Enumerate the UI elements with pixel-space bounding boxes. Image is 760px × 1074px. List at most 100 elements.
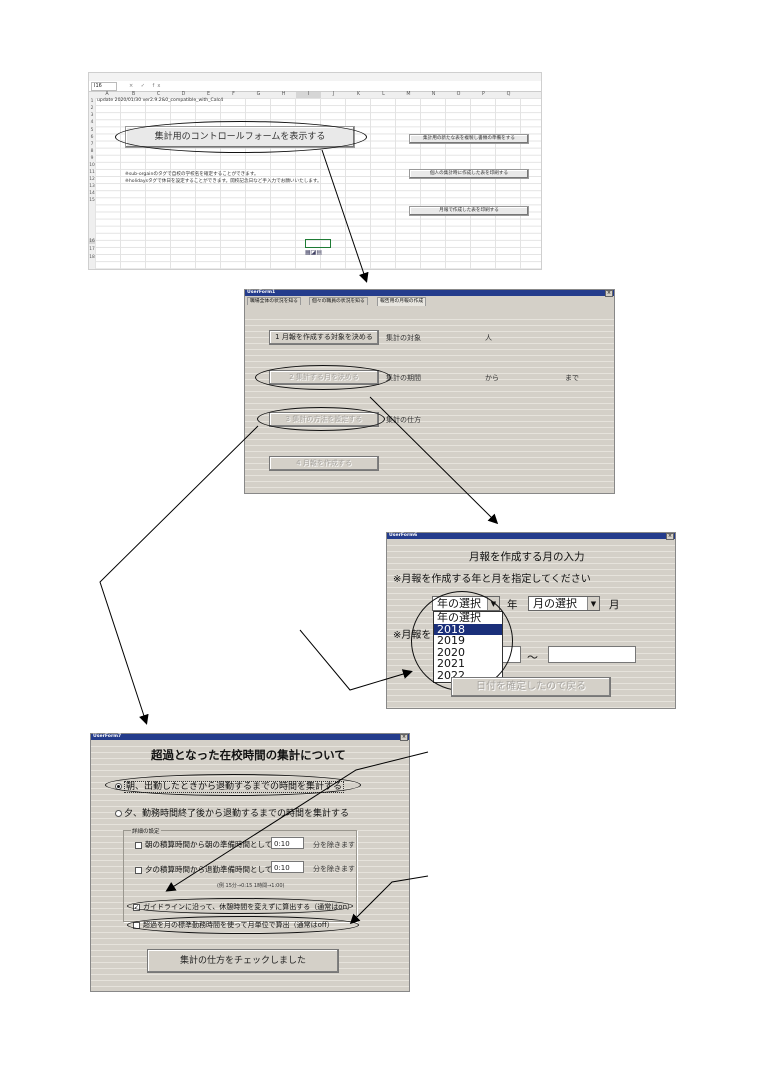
formula-bar[interactable]: I16 × ✓ fx [89, 81, 541, 92]
cell-a1[interactable]: update 2020/01/30 ver2.9.2&0_compatible_… [97, 98, 224, 103]
morning-prep-input[interactable]: 0:10 [271, 837, 304, 849]
paste-options-icon[interactable]: ▦◪▤ [305, 249, 323, 256]
row-header[interactable]: 8 [90, 149, 94, 154]
formula-icons: × ✓ fx [129, 83, 164, 89]
col-header[interactable]: F [232, 92, 235, 97]
radio-evening[interactable]: 夕、勤務時間終了後から退勤するまでの時間を集計する [115, 806, 349, 819]
radio-off-icon[interactable] [115, 810, 122, 817]
col-header[interactable]: I [296, 92, 321, 98]
row-header[interactable]: 17 [89, 247, 95, 252]
period-label: 集計の期間 [386, 374, 421, 382]
userform7-titlebar: UserForm7 [91, 734, 409, 740]
print-monthly-button[interactable]: 月報で作成した表を印刷する [409, 206, 529, 216]
col-header[interactable]: J [332, 92, 335, 97]
checkbox-icon[interactable] [135, 866, 142, 874]
tab-monthly-report[interactable]: 報告用の月報の作成 [377, 297, 427, 306]
userform6-window: UserForm6 × 月報を作成する月の入力 ※月報を作成する年と月を指定して… [386, 532, 676, 709]
arrow-sheet-to-form1 [321, 149, 369, 283]
row-header[interactable]: 18 [89, 255, 95, 260]
create-report-button[interactable]: 4 月報を作成する [269, 456, 379, 471]
year-label: 年 [507, 599, 518, 611]
col-header[interactable]: N [431, 92, 436, 97]
row-header[interactable]: 2 [90, 106, 94, 111]
evening-prep-input[interactable]: 0:10 [271, 861, 304, 873]
col-header[interactable]: D [181, 92, 186, 97]
row-header[interactable]: 1 [90, 99, 94, 104]
row-header[interactable]: 11 [89, 170, 95, 175]
decide-target-button[interactable]: 1 月報を作成する対象を決める [269, 330, 379, 345]
highlight-ellipse [257, 407, 385, 431]
radio-evening-label: 夕、勤務時間終了後から退勤するまでの時間を集計する [124, 809, 350, 819]
col-header[interactable]: P [482, 92, 485, 97]
arrow-form1-to-form6 [369, 396, 499, 525]
period-to: まで [565, 374, 579, 382]
range-tilde: ～ [527, 651, 538, 664]
instruction-text: ※月報を作成する年と月を指定してください [393, 574, 591, 585]
userform6-titlebar: UserForm6 [387, 533, 675, 539]
userform1-window: UserForm1 × 職場全体の状況を知る 個々の職員の状況を知る 報告用の月… [244, 289, 615, 494]
month-label: 月 [609, 599, 620, 611]
end-date-field[interactable] [548, 646, 636, 663]
method-label: 集計の仕方 [386, 416, 421, 424]
close-icon[interactable]: × [400, 734, 408, 741]
target-label: 集計の対象 [386, 334, 421, 342]
row-header[interactable]: 5 [90, 128, 94, 133]
row-header[interactable]: 16 [89, 239, 95, 244]
form-heading: 月報を作成する月の入力 [469, 551, 585, 563]
row-header[interactable]: 14 [89, 191, 95, 196]
row-header[interactable]: 4 [90, 120, 94, 125]
duplicate-sheet-button[interactable]: 集計用の新たな表を複製し書類の準備をする [409, 134, 529, 144]
row-header[interactable]: 15 [89, 198, 95, 203]
close-icon[interactable]: × [666, 533, 674, 540]
check-morning-prep-label: 朝の積算時間から朝の準備時間として [145, 840, 273, 849]
chevron-down-icon[interactable]: ▼ [587, 597, 599, 610]
close-icon[interactable]: × [605, 290, 613, 297]
col-header[interactable]: H [281, 92, 286, 97]
month-select[interactable]: 月の選択 ▼ [528, 596, 600, 611]
note-line-2: ※holidaysタグで休日を設定することができます。開校記念日など手入力でお願… [125, 179, 322, 184]
row-header[interactable]: 13 [89, 184, 95, 189]
row-header[interactable]: 3 [90, 113, 94, 118]
row-header[interactable]: 9 [90, 156, 94, 161]
detail-settings-label: 詳細の設定 [131, 827, 161, 835]
highlight-ellipse [115, 121, 367, 153]
userform1-titlebar: UserForm1 [245, 290, 614, 296]
highlight-ellipse [127, 898, 353, 914]
print-individual-button[interactable]: 個人の集計時に作成した表を印刷する [409, 169, 529, 179]
col-header[interactable]: Q [506, 92, 511, 97]
col-header[interactable]: M [406, 92, 411, 97]
morning-prep-suffix: 分を除きます [313, 841, 355, 849]
col-header[interactable]: A [105, 92, 109, 97]
note-line-1: ※sub-orgainのタグで自校の学校名を確定することができます。 [125, 172, 259, 177]
confirm-method-button[interactable]: 集計の仕方をチェックしました [147, 949, 339, 973]
col-header[interactable]: L [382, 92, 385, 97]
tab-workplace-status[interactable]: 職場全体の状況を知る [247, 297, 301, 305]
col-header[interactable]: C [156, 92, 161, 97]
arrow-to-year-list [299, 629, 413, 691]
row-header[interactable]: 10 [89, 163, 95, 168]
selected-cell[interactable] [305, 239, 331, 248]
check-evening-prep-label: 夕の積算時間から退勤準備時間として [145, 865, 273, 874]
col-header[interactable]: K [356, 92, 361, 97]
row-header[interactable]: 6 [90, 135, 94, 140]
row-header[interactable]: 12 [89, 177, 95, 182]
checkbox-icon[interactable] [135, 841, 142, 849]
col-header[interactable]: O [456, 92, 461, 97]
spreadsheet-screenshot: I16 × ✓ fx A B C D E F G H I J K L M N O… [88, 72, 542, 270]
check-morning-prep[interactable]: 朝の積算時間から朝の準備時間として [135, 839, 272, 850]
col-header[interactable]: B [131, 92, 136, 97]
check-evening-prep[interactable]: 夕の積算時間から退勤準備時間として [135, 864, 272, 875]
col-header[interactable]: G [256, 92, 261, 97]
example-note: (例 15分→0:15 1時間→1:00) [217, 883, 285, 889]
name-box[interactable]: I16 [91, 82, 117, 91]
row-header[interactable]: 7 [90, 142, 94, 147]
userform1-title: UserForm1 [247, 290, 276, 295]
col-header[interactable]: E [206, 92, 211, 97]
arrow-form1-to-form7 [99, 425, 259, 725]
userform6-title: UserForm6 [389, 533, 418, 538]
confirm-date-button[interactable]: 日付を確定したので戻る [451, 677, 611, 697]
target-unit: 人 [485, 334, 492, 342]
form-heading: 超過となった在校時間の集計について [151, 748, 346, 762]
tab-staff-status[interactable]: 個々の職員の状況を知る [309, 297, 368, 305]
